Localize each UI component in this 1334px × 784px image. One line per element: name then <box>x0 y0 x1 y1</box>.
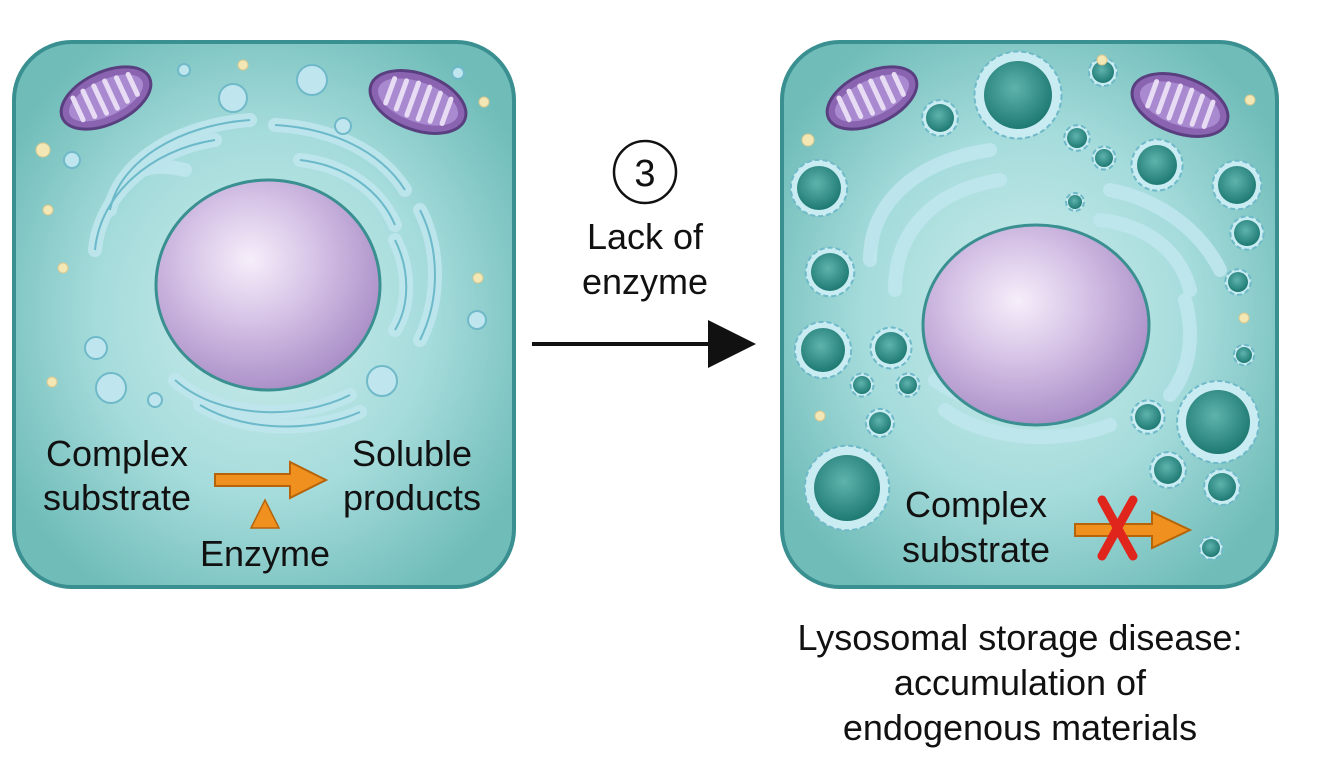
endoplasmic-reticulum <box>863 143 1227 444</box>
lysosome <box>801 328 845 372</box>
transition: 3 Lack of enzyme <box>532 139 756 368</box>
caption-line: endogenous materials <box>843 707 1197 748</box>
reaction-arrow <box>214 460 329 500</box>
substrate-label: substrate <box>902 529 1050 570</box>
substrate-label: substrate <box>43 477 191 518</box>
diseased-cell: Complex substrate <box>780 40 1279 589</box>
mitochondrion <box>368 69 468 135</box>
lysosome <box>1234 220 1260 246</box>
transition-label: Lack of <box>587 216 704 257</box>
lysosome <box>1067 128 1087 148</box>
step-number: 3 <box>634 153 655 195</box>
lysosome <box>926 104 954 132</box>
lysosome <box>984 61 1052 129</box>
lysosome <box>1092 61 1114 83</box>
lysosome <box>1186 390 1250 454</box>
mitochondrion <box>59 65 153 131</box>
blocked-reaction-arrow <box>1074 510 1193 550</box>
accumulated-lysosomes <box>789 50 1265 561</box>
lysosome <box>1202 539 1220 557</box>
block-x-icon <box>1097 495 1138 561</box>
lysosome <box>1068 195 1082 209</box>
lysosome <box>1095 149 1113 167</box>
enzyme-triangle <box>249 498 281 529</box>
nucleus <box>154 178 382 392</box>
lysosome <box>1154 456 1182 484</box>
products-label: Soluble <box>352 433 472 474</box>
lysosome <box>875 332 907 364</box>
lysosome <box>1135 404 1161 430</box>
lysosome <box>853 376 871 394</box>
lysosome <box>1137 145 1177 185</box>
lysosome <box>1208 473 1236 501</box>
enzyme-label: Enzyme <box>200 533 330 574</box>
lysosome <box>1228 272 1248 292</box>
substrate-label: Complex <box>905 484 1047 525</box>
nucleus <box>921 223 1151 427</box>
lysosome <box>1218 166 1256 204</box>
lysosome <box>1236 347 1252 363</box>
caption-line: Lysosomal storage disease: <box>798 617 1243 658</box>
lysosome <box>811 253 849 291</box>
lysosome <box>899 376 917 394</box>
caption-line: accumulation of <box>894 662 1147 703</box>
substrate-label: Complex <box>46 433 188 474</box>
mitochondrion <box>825 65 919 131</box>
lysosome <box>869 412 891 434</box>
lysosome <box>814 455 880 521</box>
products-label: products <box>343 477 481 518</box>
mitochondrion <box>1130 72 1230 138</box>
normal-cell: Complex substrate Soluble products Enzym… <box>12 40 516 589</box>
vesicles <box>63 63 487 408</box>
lysosome <box>797 166 841 210</box>
transition-label: enzyme <box>582 261 708 302</box>
step-number-circle <box>612 139 678 205</box>
